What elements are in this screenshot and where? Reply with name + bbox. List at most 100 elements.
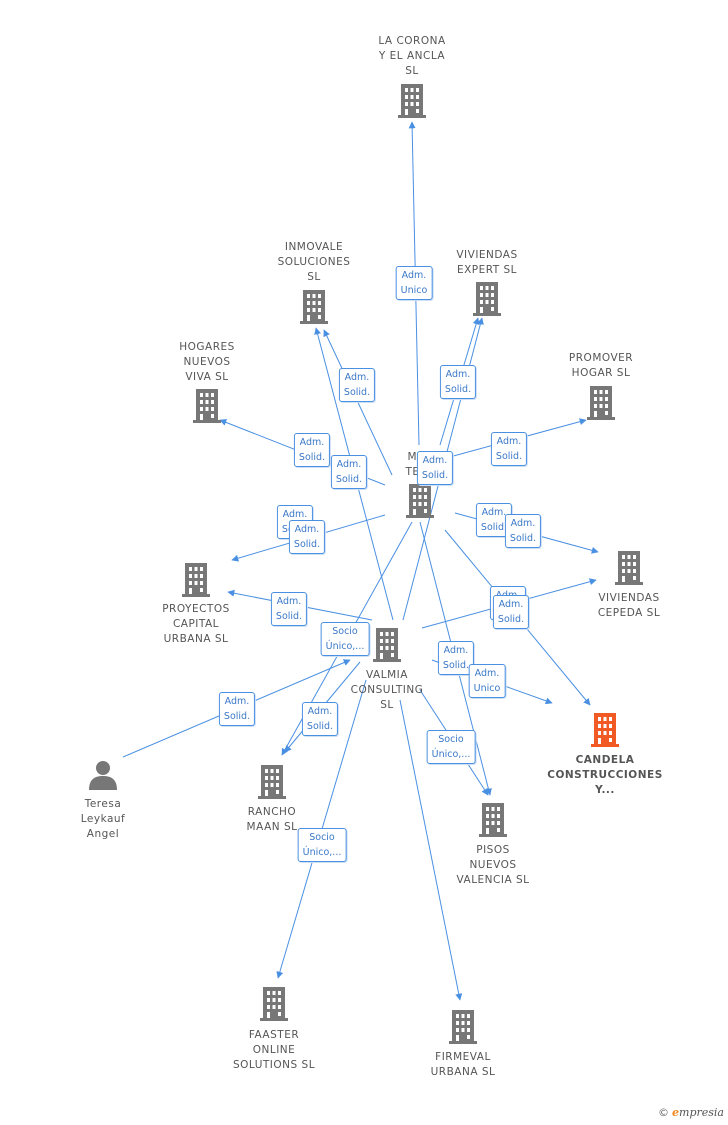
edge-label-line: Único,... [302, 847, 342, 858]
edge-label[interactable]: Adm.Solid. [218, 692, 256, 726]
node-label-line: CEPEDA SL [597, 607, 661, 619]
edge-line [323, 329, 393, 476]
building-icon[interactable] [587, 386, 615, 420]
building-icon[interactable] [182, 563, 210, 597]
edge-label-line: Socio [332, 626, 358, 637]
node-label-line: Y EL ANCLA [378, 50, 446, 62]
edge-label-line: Solid. [442, 660, 470, 671]
edge-label[interactable]: Adm.Solid. [270, 592, 308, 626]
edge-label[interactable]: Adm.Solid. [301, 702, 339, 736]
building-icon[interactable] [300, 290, 328, 324]
edge-label-line: Solid. [444, 384, 472, 395]
edge-label-line: Solid. [335, 474, 363, 485]
edge-label-line: Adm. [422, 455, 448, 466]
edge-label[interactable]: Adm. Solid. [293, 433, 331, 467]
edge-label-line: Solid. [480, 522, 508, 533]
edge-label[interactable]: Adm. Solid. [439, 365, 477, 399]
edge-label-line: Adm. [496, 436, 522, 447]
person-icon[interactable] [89, 761, 117, 790]
node-label-la-corona[interactable]: LA CORONA Y EL ANCLA SL [378, 34, 445, 79]
edge-label-line: Adm. [294, 524, 320, 535]
node-label-line: NUEVOS [183, 356, 231, 368]
building-icon[interactable] [479, 803, 507, 837]
edge-line [399, 699, 463, 1001]
brand-initial: e [672, 1106, 680, 1119]
edge-label-line: Adm. [401, 270, 427, 281]
node-label-line: CONSULTING [350, 684, 424, 696]
node-label-line: CAPITAL [172, 618, 220, 630]
edge-label[interactable]: Adm.Unico [468, 664, 506, 698]
edge-label-line: Adm. [443, 645, 469, 656]
node-label-line: Leykauf [80, 813, 126, 825]
edge-label-line: Adm. [307, 706, 333, 717]
node-label-promover-hogar[interactable]: PROMOVER HOGAR SL [569, 351, 633, 381]
building-icon[interactable] [449, 1010, 477, 1044]
building-icon[interactable] [193, 389, 221, 423]
node-label-line: HOGAR SL [571, 367, 631, 379]
edge-label-line: Unico [400, 285, 428, 296]
edge-label-line: Solid. [293, 539, 321, 550]
node-label-line: Y... [595, 784, 615, 796]
edge-label-line: Único,... [325, 641, 365, 652]
building-icon[interactable] [473, 282, 501, 316]
node-label-line: PROMOVER [568, 352, 634, 364]
node-label-line: SL [405, 65, 419, 77]
node-label-line: FIRMEVAL [435, 1051, 491, 1063]
brand-logo[interactable]: ©empresia [658, 1106, 724, 1119]
edge-label-line: Adm. [276, 596, 302, 607]
edge-label[interactable]: Adm. Solid. [330, 455, 368, 489]
node-label-line: EXPERT SL [456, 264, 518, 276]
node-label-faaster[interactable]: FAASTER ONLINE SOLUTIONS SL [233, 1028, 315, 1073]
edge-label-line: Solid. [298, 452, 326, 463]
building-icon[interactable] [615, 551, 643, 585]
node-label-line: SL [380, 699, 394, 711]
edge-label[interactable]: Adm.Solid. [504, 514, 542, 548]
edge-label-line: Único,... [431, 749, 471, 760]
edge-label[interactable]: Adm.Solid. [492, 595, 530, 629]
edge-label-line: Solid. [495, 451, 523, 462]
edge-label-line: Adm. [299, 437, 325, 448]
node-label-line: VIVIENDAS [598, 592, 660, 604]
edge-label[interactable]: Adm. Solid. [437, 641, 475, 675]
edge-label-line: Socio [309, 832, 335, 843]
node-label-line: Teresa [84, 798, 122, 810]
edge-label[interactable]: Adm. Unico [395, 266, 433, 300]
edge-label[interactable]: Adm.Solid. [338, 368, 376, 402]
node-label-firmeval[interactable]: FIRMEVAL URBANA SL [431, 1050, 496, 1080]
building-icon[interactable] [373, 628, 401, 662]
edge-label[interactable]: Adm. Solid. [288, 520, 326, 554]
edge-label[interactable]: Adm. Solid. [490, 432, 528, 466]
node-label-line: PROYECTOS [162, 603, 230, 615]
node-label-line: URBANA SL [430, 1066, 496, 1078]
node-label-line: ONLINE [252, 1044, 296, 1056]
node-label-viviendas-cepeda[interactable]: VIVIENDAS CEPEDA SL [598, 591, 660, 621]
building-icon[interactable] [398, 84, 426, 118]
node-label-line: SOLUTIONS SL [232, 1059, 316, 1071]
node-label-line: LA CORONA [378, 35, 446, 47]
node-label-line: NUEVOS [469, 859, 517, 871]
edge-label[interactable]: Adm.Solid. [416, 451, 454, 485]
edge-label-line: Adm. [445, 369, 471, 380]
edge-label-line: Solid. [497, 614, 525, 625]
node-label-line: FAASTER [248, 1029, 300, 1041]
node-label-line: Angel [86, 828, 120, 840]
edge-label-line: Adm. [344, 372, 370, 383]
building-icon[interactable] [258, 765, 286, 799]
building-icon[interactable] [406, 484, 434, 518]
edge-label-line: Adm. [336, 459, 362, 470]
building-icon[interactable] [591, 713, 619, 747]
building-icon[interactable] [260, 987, 288, 1021]
